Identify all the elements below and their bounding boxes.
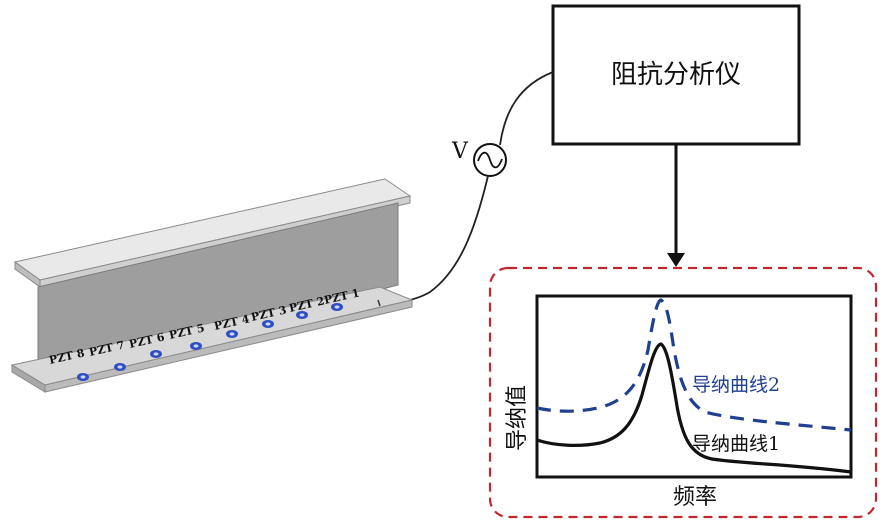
pzt-sensor-icon: [296, 311, 308, 319]
sine-wave-icon: [477, 151, 503, 169]
pzt-sensor-icon: [150, 350, 162, 358]
pzt-sensor-icon: [331, 303, 343, 311]
analyzer-label: 阻抗分析仪: [611, 60, 741, 90]
pzt-sensor-icon: [114, 363, 126, 371]
pzt-sensor-icon: [190, 342, 202, 350]
series-label-curve-2: 导纳曲线2: [692, 374, 780, 396]
pzt-sensor-icon: [262, 320, 274, 328]
arrow-head: [667, 253, 685, 267]
chart-frame: [488, 266, 878, 519]
pzt-sensor-icon: [226, 330, 238, 338]
pzt-sensor-icon: [77, 373, 89, 381]
source-label: V: [451, 139, 469, 164]
i-beam: [10, 178, 414, 393]
analyzer-box: [551, 4, 801, 146]
x-axis-label: 频率: [673, 485, 717, 510]
admittance-curve-1: [536, 342, 852, 474]
y-axis-label: 导纳值: [505, 385, 530, 451]
sensor-discs: [77, 303, 343, 381]
series-label-curve-1: 导纳曲线1: [692, 433, 780, 455]
wire-analyzer-to-source: [499, 71, 554, 146]
plot-area: [535, 294, 853, 479]
